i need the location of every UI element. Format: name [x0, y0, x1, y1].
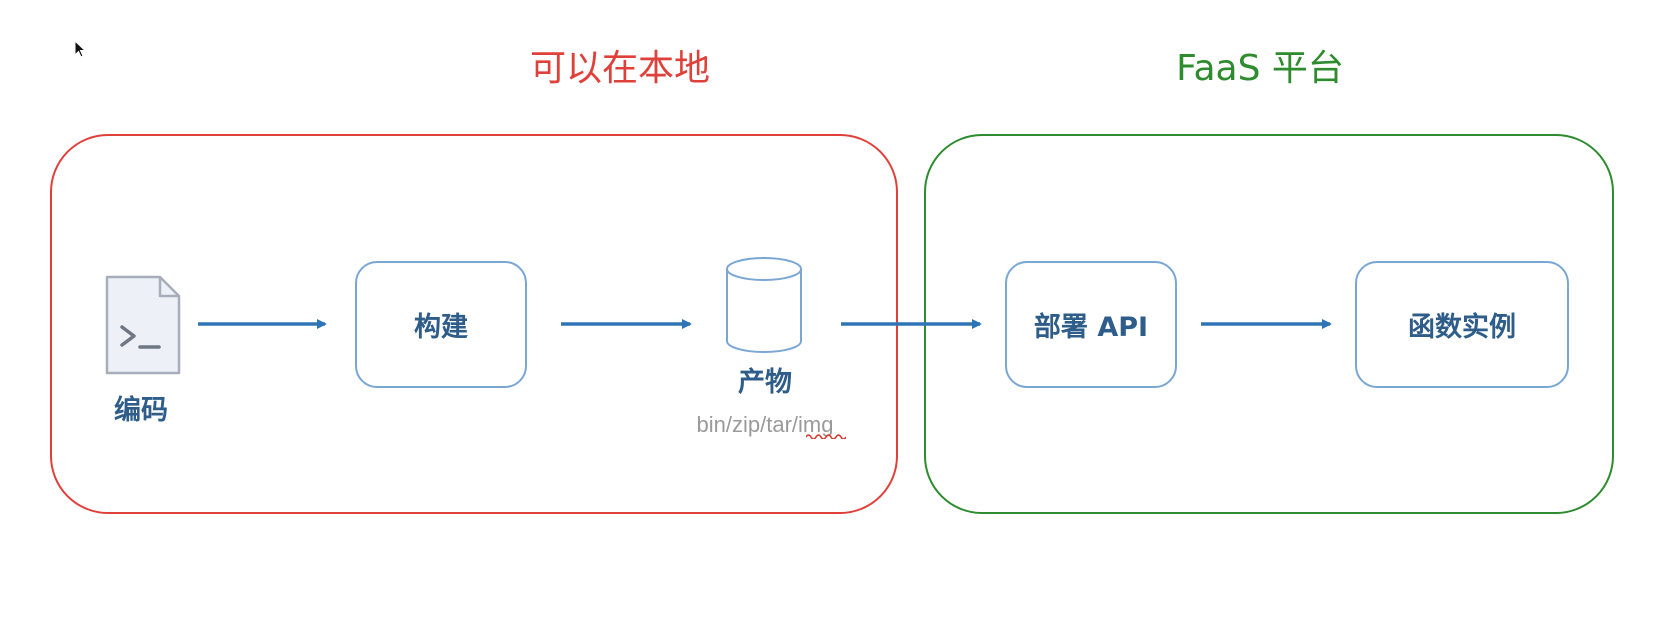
- terminal-document-icon: [105, 275, 181, 375]
- local-group-title: 可以在本地: [529, 48, 710, 89]
- spellcheck-underline: [806, 434, 846, 439]
- database-cylinder-icon: [726, 257, 802, 353]
- artifact-formats-text: bin/zip/tar/img: [696, 412, 834, 437]
- mouse-cursor-icon: [74, 40, 87, 58]
- artifact-label: 产物: [738, 367, 792, 398]
- deploy-api-step-label: 部署 API: [1033, 312, 1149, 343]
- build-step-label: 构建: [414, 312, 468, 343]
- deploy-api-step-box: 部署 API: [1005, 261, 1177, 388]
- build-step-box: 构建: [355, 261, 527, 388]
- code-label: 编码: [114, 395, 168, 426]
- function-instance-step-box: 函数实例: [1355, 261, 1569, 388]
- faas-platform-group-title: FaaS 平台: [1176, 48, 1344, 89]
- function-instance-step-label: 函数实例: [1408, 312, 1516, 343]
